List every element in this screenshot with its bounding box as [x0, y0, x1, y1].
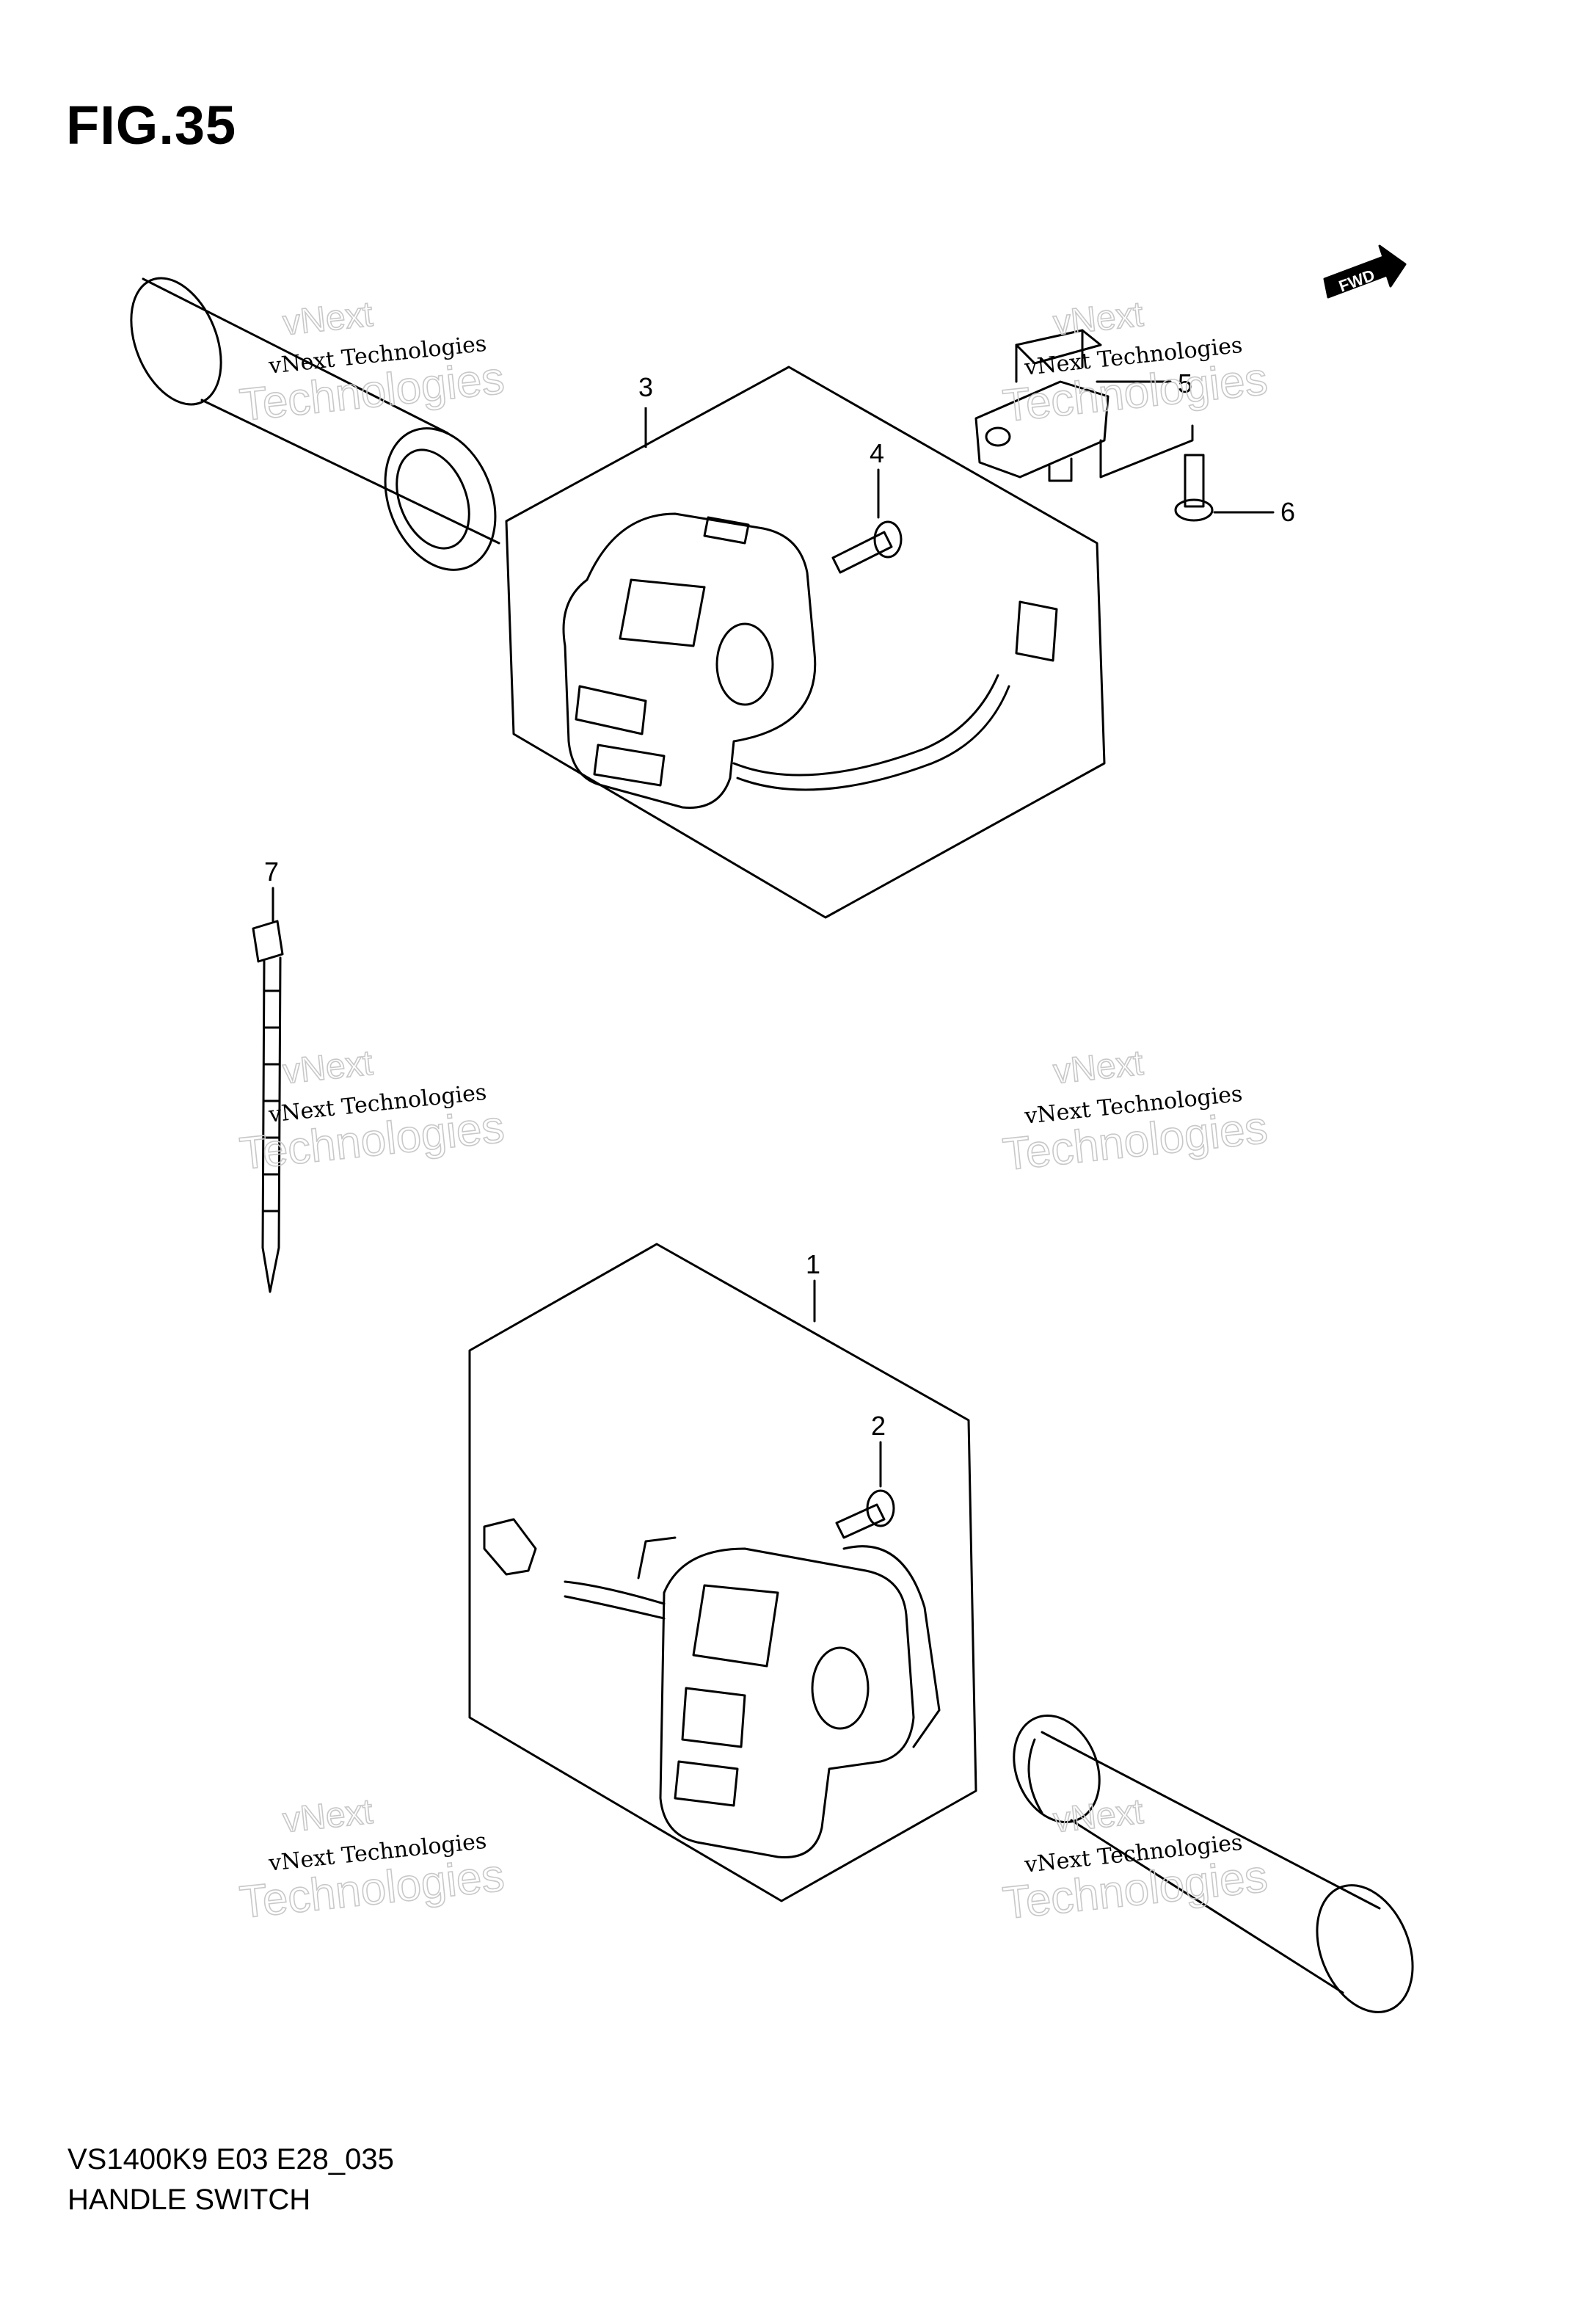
fwd-arrow [1323, 244, 1407, 299]
figure-name: HANDLE SWITCH [68, 2184, 311, 2216]
svg-text:vNext: vNext [281, 1044, 375, 1092]
right-handle-switch [483, 1518, 941, 1858]
callout-6: 6 [1280, 497, 1295, 527]
watermark-bottom-right: vNext Technologies vNext Technologies [1000, 1792, 1271, 1930]
bracket-5 [974, 329, 1194, 482]
right-grip [1013, 1714, 1414, 2013]
svg-text:vNext: vNext [1052, 1044, 1145, 1092]
callout-7: 7 [264, 857, 279, 887]
callout-5: 5 [1178, 368, 1192, 399]
figure-title: FIG.35 [66, 95, 237, 156]
callout-1: 1 [806, 1249, 820, 1279]
callout-4: 4 [870, 438, 884, 468]
kit-outline-3 [505, 366, 1106, 919]
kit-outline-1 [468, 1243, 977, 1902]
watermark-bottom-left: vNext Technologies vNext Technologies [237, 1792, 508, 1929]
screw-4 [831, 520, 903, 574]
svg-text:vNext: vNext [281, 1792, 375, 1841]
model-code: VS1400K9 E03 E28_035 [68, 2143, 394, 2175]
watermark-mid-left: vNext Technologies vNext Technologies [237, 1043, 508, 1180]
svg-text:vNext: vNext [281, 295, 375, 343]
cable-tie-7 [252, 920, 284, 1293]
callout-2: 2 [871, 1411, 886, 1441]
watermark-mid-right: vNext Technologies vNext Technologies [1000, 1043, 1271, 1181]
screw-2 [835, 1489, 895, 1539]
left-grip [130, 277, 500, 571]
watermark-top-left: vNext Technologies vNext Technologies [237, 294, 508, 432]
fwd-label: FWD [1336, 266, 1377, 296]
left-handle-switch [562, 512, 1058, 809]
callout-3: 3 [638, 372, 653, 402]
svg-text:vNext: vNext [1052, 295, 1145, 343]
screw-6 [1174, 454, 1214, 522]
svg-text:vNext: vNext [1052, 1792, 1145, 1841]
watermark-top-right: vNext Technologies vNext Technologies [1000, 294, 1271, 432]
